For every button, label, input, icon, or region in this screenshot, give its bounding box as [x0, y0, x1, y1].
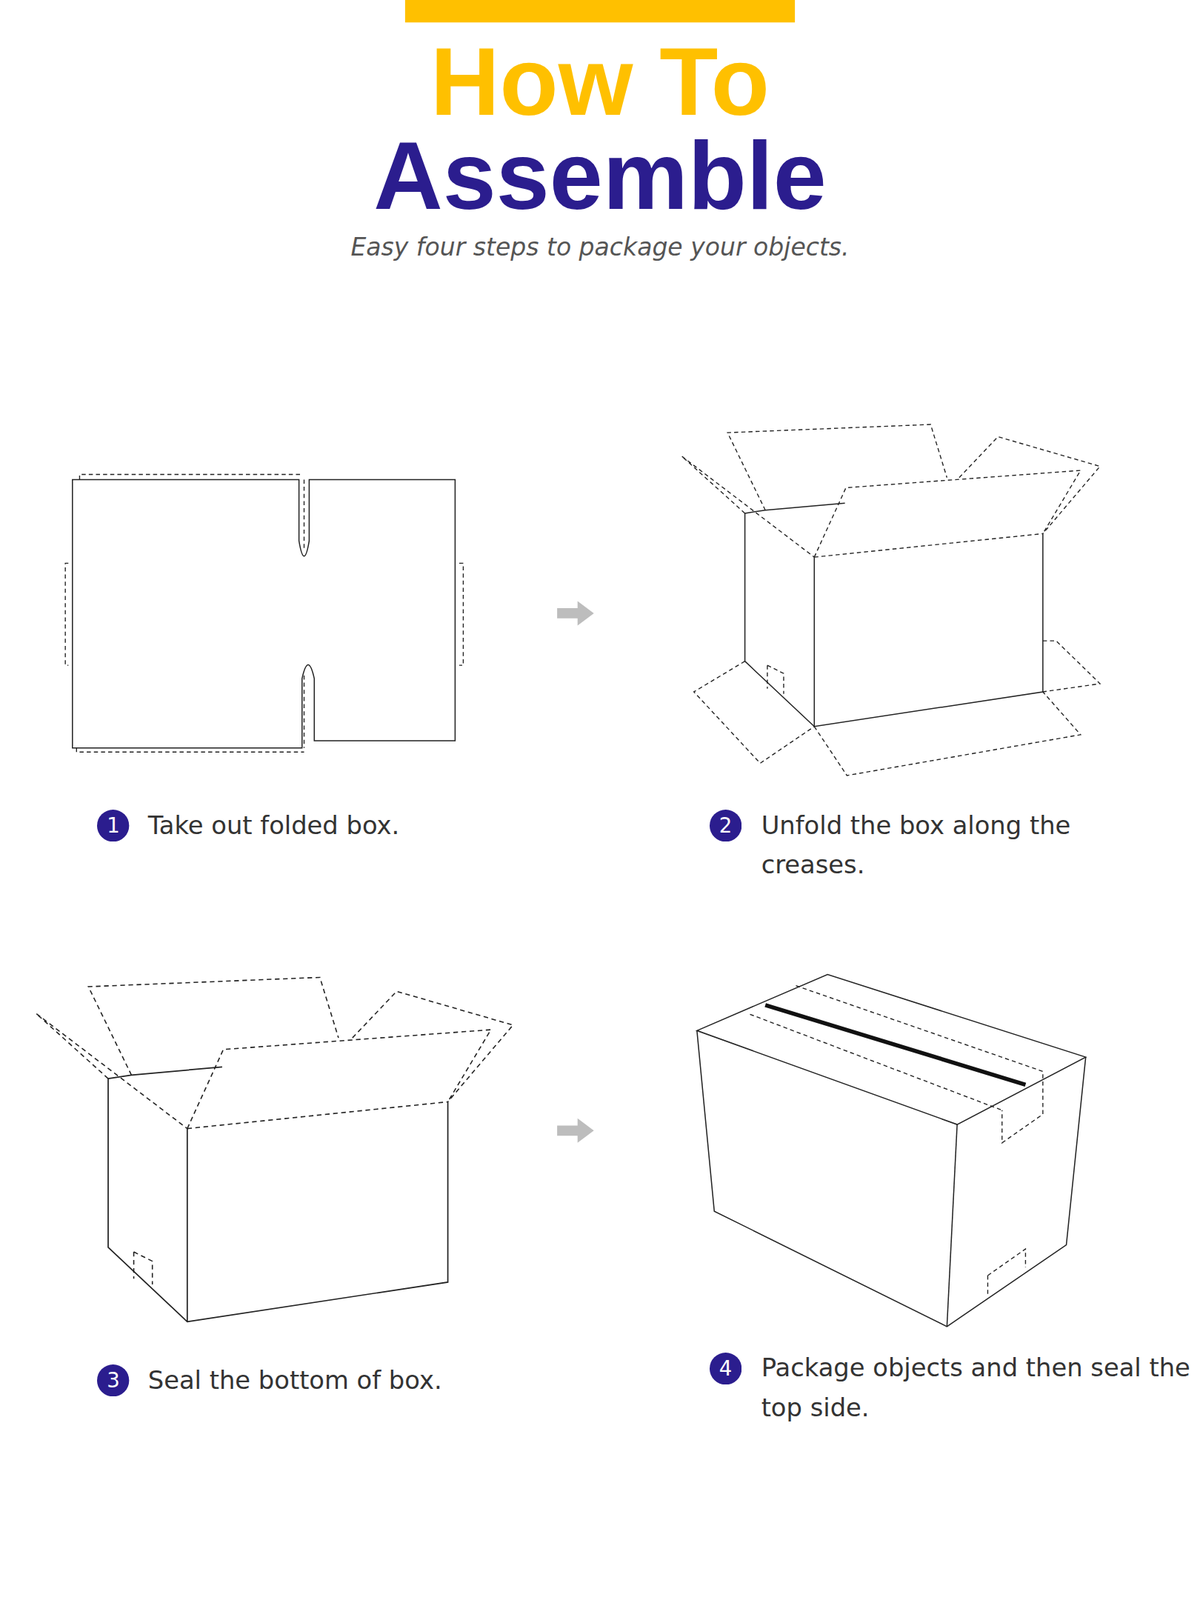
open-box — [681, 424, 1100, 776]
step-number: 1 — [97, 809, 129, 842]
step-number: 4 — [709, 1352, 742, 1385]
step-number-circle: 2 — [709, 809, 742, 842]
step-number-circle: 1 — [97, 809, 129, 842]
step-number-circle: 3 — [97, 1364, 129, 1397]
step-arrow — [557, 1118, 595, 1143]
open-box-sealed-bottom — [36, 977, 514, 1322]
flat-box — [65, 474, 463, 753]
page-title: How To Assemble — [333, 34, 867, 223]
circle-fill — [97, 1364, 129, 1397]
step-number-circle: 4 — [709, 1352, 742, 1385]
step-number: 2 — [709, 809, 742, 842]
circle-fill — [709, 1352, 742, 1385]
step-instruction: Take out folded box. — [148, 805, 578, 846]
step-arrow — [557, 600, 595, 626]
step-instruction: Seal the bottom of box. — [148, 1360, 578, 1401]
circle-fill — [97, 809, 129, 842]
step-instruction: Package objects and then seal the top si… — [761, 1348, 1192, 1428]
circle-fill — [709, 809, 742, 842]
closed-box — [697, 974, 1086, 1327]
step-instruction: Unfold the box along the creases. — [761, 805, 1141, 886]
step-number: 3 — [97, 1364, 129, 1397]
top-bar — [405, 0, 795, 23]
subtitle: Easy four steps to package your objects. — [350, 230, 849, 266]
